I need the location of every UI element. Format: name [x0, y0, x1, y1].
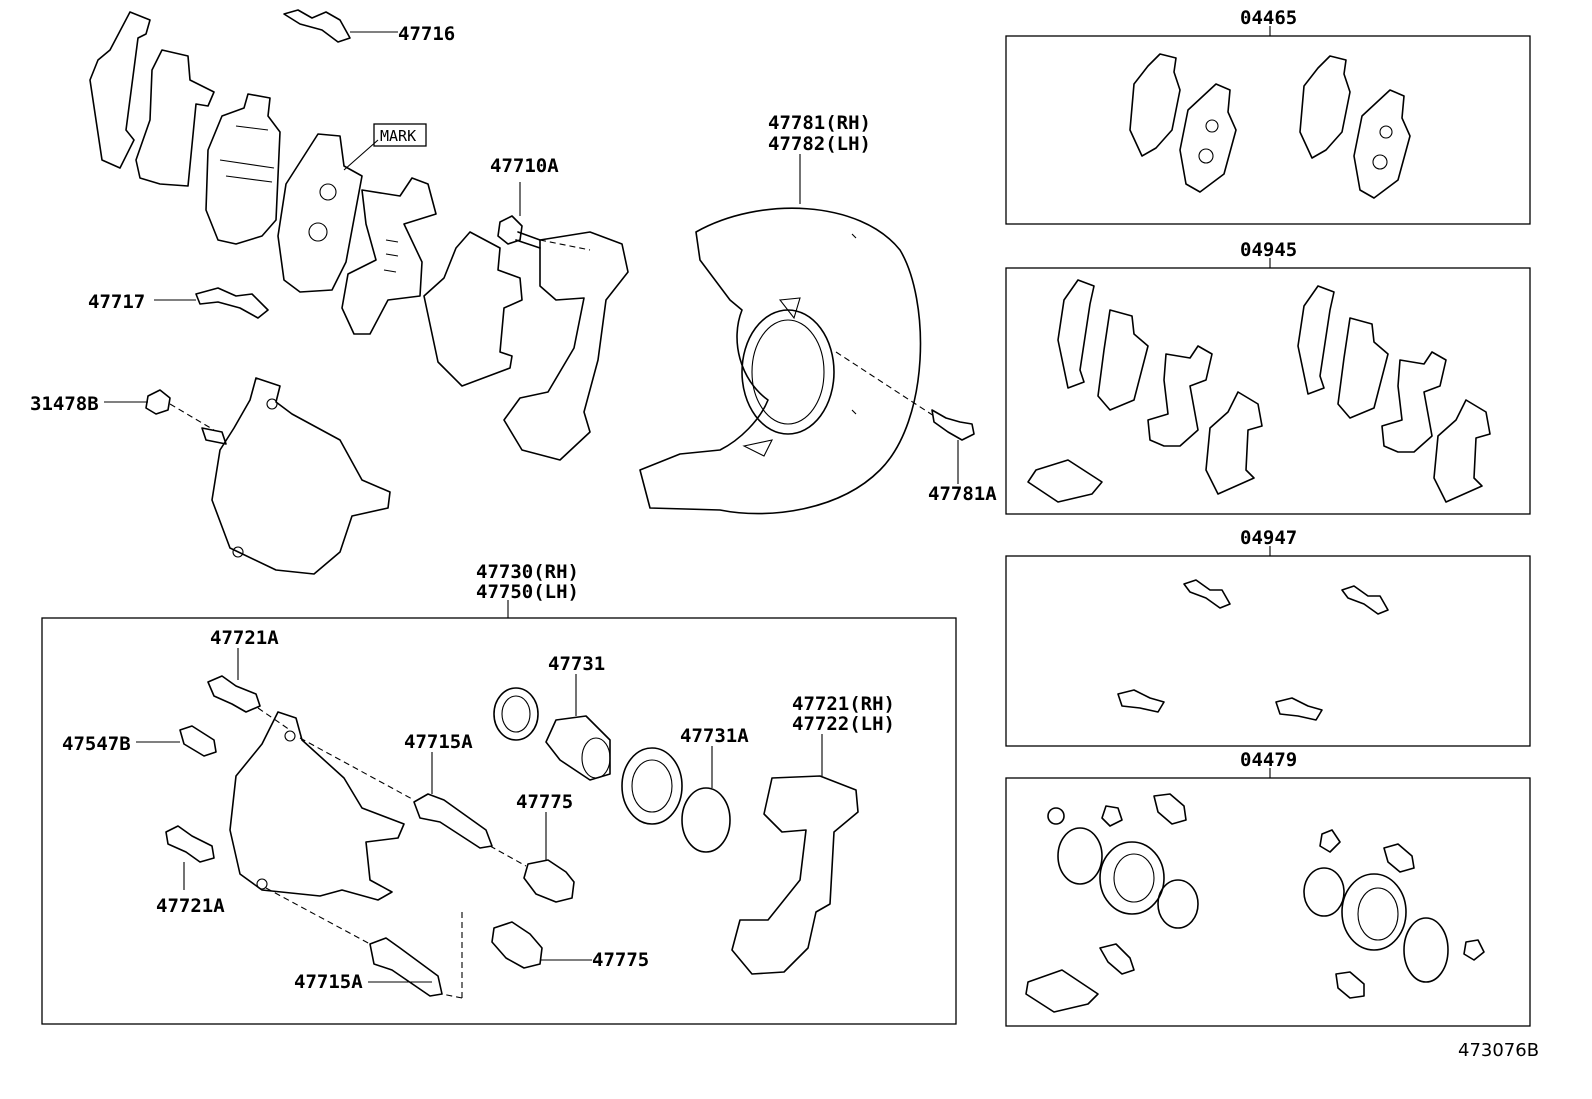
boot-47775-bottom: [491, 921, 543, 969]
label-47721A-top: 47721A: [210, 627, 279, 649]
mark-box: [373, 123, 427, 147]
caliper-assembly-box: [41, 617, 957, 1025]
label-47781-rh: 47781(RH): [768, 112, 871, 134]
piston-seal-ring: [493, 687, 539, 741]
label-47722-lh: 47722(LH): [792, 713, 895, 735]
kit-box-04479: [1005, 777, 1531, 1027]
disc-brake-pad-inner: [277, 133, 363, 293]
caliper-cylinder-body: [211, 377, 391, 575]
label-47715A-top: 47715A: [404, 731, 473, 753]
pad-support-plate-bottom: [423, 231, 523, 387]
label-kit-04945: 04945: [1240, 239, 1297, 261]
label-47547B: 47547B: [62, 733, 131, 755]
label-kit-04465: 04465: [1240, 7, 1297, 29]
label-47730-rh: 47730(RH): [476, 561, 579, 583]
label-47716: 47716: [398, 23, 455, 45]
boot-47775-top: [523, 859, 575, 903]
kit-box-04465: [1005, 35, 1531, 225]
inner-anti-squeal-shim: [135, 49, 215, 187]
kit-04945-shims: [1027, 279, 1491, 503]
outer-anti-squeal-shim: [89, 11, 151, 169]
label-47731A: 47731A: [680, 725, 749, 747]
label-47715A-bottom: 47715A: [294, 971, 363, 993]
kit-box-04945: [1005, 267, 1531, 515]
diagram-reference-number: 473076B: [1458, 1040, 1539, 1061]
bleeder-plug-31478B: [145, 389, 171, 415]
label-47782-lh: 47782(LH): [768, 133, 871, 155]
bleeder-plug-47547B: [179, 725, 217, 757]
disc-brake-pad-outer: [205, 93, 281, 245]
bolt-47721A-top: [207, 675, 261, 713]
kit-box-04947: [1005, 555, 1531, 747]
cylinder-boot-47731A: [621, 747, 683, 825]
caliper-assy: [229, 711, 405, 901]
pad-wear-indicator-47717: [195, 287, 269, 319]
label-47750-lh: 47750(LH): [476, 581, 579, 603]
cylinder-piston-47731: [545, 715, 611, 781]
bolt-47721A-bottom: [165, 825, 215, 863]
slide-pin-47715A-top: [413, 793, 493, 849]
bolt-47781A: [931, 409, 975, 441]
kit-04947-wear-indicators: [1117, 579, 1389, 721]
label-47717: 47717: [88, 291, 145, 313]
disc-brake-dust-cover: [639, 207, 922, 515]
disc-brake-cylinder-mounting: [503, 231, 629, 461]
label-47721A-bottom: 47721A: [156, 895, 225, 917]
slide-pin-47715A-bottom: [369, 937, 443, 997]
label-47781A: 47781A: [928, 483, 997, 505]
caliper-mounting-47721-47722: [731, 775, 859, 975]
label-mark: MARK: [380, 127, 416, 145]
kit-04465-pads: [1129, 53, 1411, 199]
kit-04479-seals: [1025, 793, 1485, 1013]
bolt-47710A: [497, 215, 541, 249]
label-47775-top: 47775: [516, 791, 573, 813]
pad-wear-indicator-47716: [283, 9, 351, 43]
label-47775-bottom: 47775: [592, 949, 649, 971]
label-kit-04479: 04479: [1240, 749, 1297, 771]
label-47721-rh: 47721(RH): [792, 693, 895, 715]
label-47731: 47731: [548, 653, 605, 675]
label-kit-04947: 04947: [1240, 527, 1297, 549]
piston-seal-47731A: [681, 787, 731, 853]
label-47710A: 47710A: [490, 155, 559, 177]
pad-support-plate-top: [341, 177, 437, 335]
label-31478B: 31478B: [30, 393, 99, 415]
